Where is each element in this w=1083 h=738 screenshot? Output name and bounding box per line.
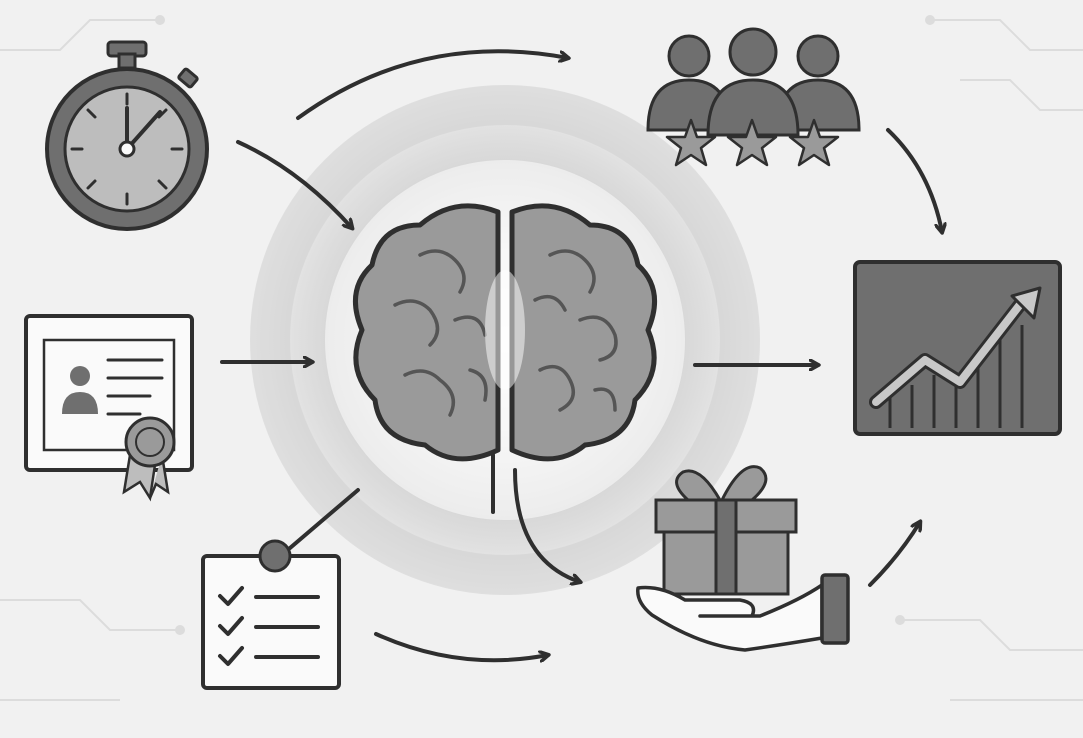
- brain-icon: [353, 203, 657, 462]
- arrow-team-to-chart: [886, 128, 942, 232]
- stopwatch-icon: [45, 40, 209, 231]
- team-rating-icon: [646, 27, 861, 167]
- arrow-stopwatch-to-team: [296, 49, 568, 120]
- arrow-stopwatch-to-brain: [236, 140, 352, 228]
- arrow-checklist-to-reward: [374, 632, 548, 660]
- arrow-reward-to-chart: [868, 522, 920, 587]
- connector-arrows: [220, 49, 942, 660]
- arrow-checklist-to-brain: [288, 488, 360, 550]
- certificate-icon: [24, 314, 194, 502]
- growth-chart-icon: [853, 260, 1062, 436]
- circuit-background: [0, 15, 1083, 701]
- gift-hand-icon: [636, 465, 850, 652]
- arrow-brain-to-reward: [513, 468, 580, 582]
- checklist-icon: [201, 539, 341, 690]
